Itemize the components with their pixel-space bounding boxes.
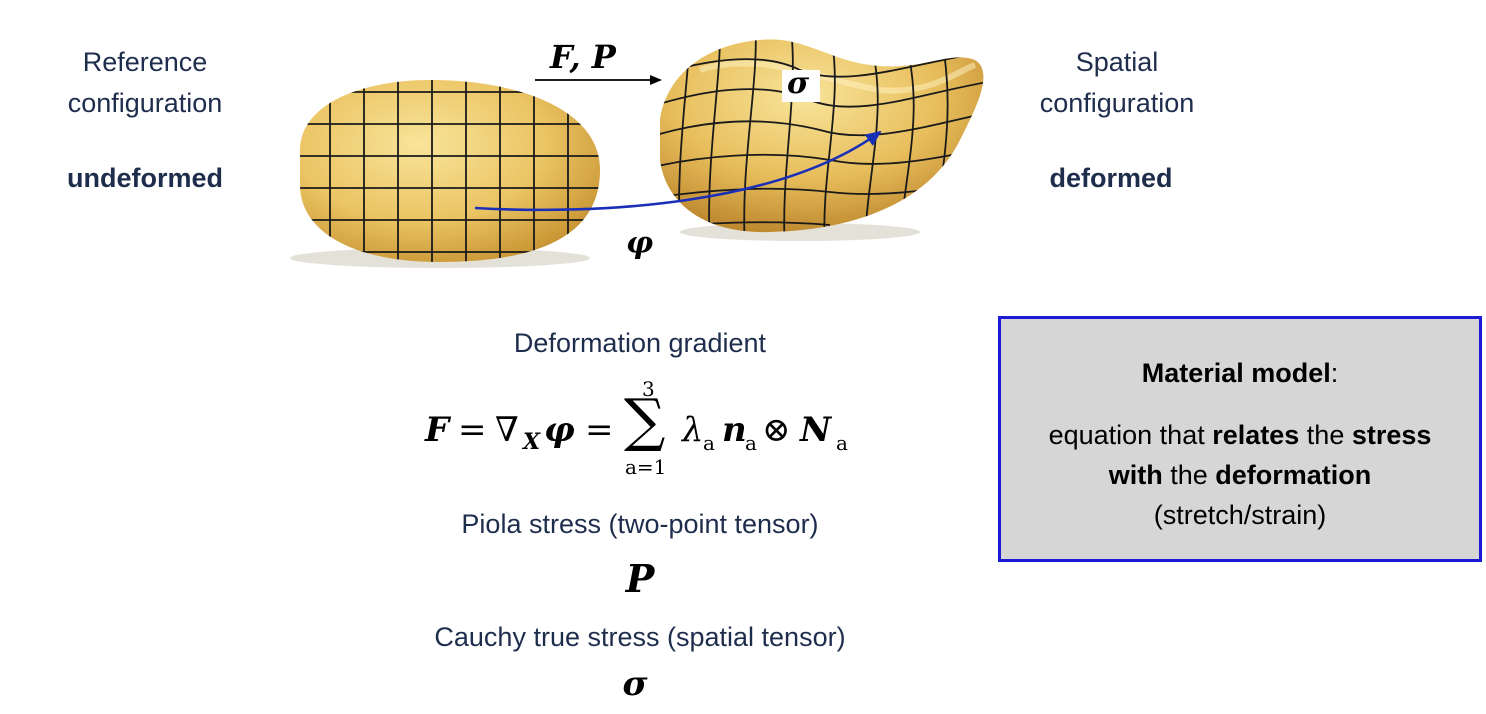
cauchy-title: Cauchy true stress (spatial tensor) xyxy=(434,622,846,652)
phi-label: φ xyxy=(626,226,654,261)
spatial-config-label: Spatial configuration xyxy=(1012,42,1222,124)
piola-symbol: P xyxy=(625,556,655,601)
material-model-title-bold: Material model xyxy=(1141,358,1331,388)
lambda-symbol: λ xyxy=(682,410,704,450)
sum-symbol: ∑ xyxy=(624,386,666,454)
spatial-line1: Spatial xyxy=(1075,47,1159,77)
undeformed-potato xyxy=(300,80,600,262)
n-symbol: n xyxy=(722,410,747,450)
spatial-line2: configuration xyxy=(1039,88,1195,118)
material-model-description: equation that relates the stress with th… xyxy=(1001,415,1479,535)
deformation-diagram xyxy=(290,39,984,268)
piola-title: Piola stress (two-point tensor) xyxy=(461,509,819,539)
material-model-title-colon: : xyxy=(1330,358,1339,388)
cauchy-symbol: σ xyxy=(622,664,648,704)
mm-text-5: (stretch/strain) xyxy=(1153,500,1327,530)
nabla-symbol: ∇ xyxy=(495,410,519,450)
formula-phi: φ xyxy=(544,410,575,450)
formula-eq1: = xyxy=(458,410,487,450)
material-model-title: Material model: xyxy=(1001,353,1479,393)
undeformed-label: undeformed xyxy=(66,163,223,193)
mm-with: with xyxy=(1108,460,1163,490)
otimes-symbol: ⊗ xyxy=(762,410,791,450)
phi-mapping-arrow xyxy=(474,130,882,212)
mm-deformation: deformation xyxy=(1215,460,1372,490)
lambda-sub: a xyxy=(703,431,715,455)
deformation-gradient-title: Deformation gradient xyxy=(513,328,767,358)
deformed-label: deformed xyxy=(1049,163,1173,193)
N-sub: a xyxy=(836,431,848,455)
reference-line1: Reference xyxy=(82,47,208,77)
reference-config-label: Reference configuration xyxy=(40,42,250,124)
formula-F: F xyxy=(425,410,450,450)
top-arrow-label: F, P xyxy=(550,38,616,76)
mm-stress: stress xyxy=(1351,420,1432,450)
sigma-label-bg xyxy=(782,70,820,102)
n-sub: a xyxy=(745,431,757,455)
sigma-label: σ xyxy=(787,66,810,101)
sum-upper: 3 xyxy=(642,377,655,401)
formula-grad-sub: X xyxy=(523,429,541,455)
mm-text-4: the xyxy=(1162,460,1216,490)
reference-line2: configuration xyxy=(67,88,223,118)
mm-relates: relates xyxy=(1212,420,1300,450)
formula-eq2: = xyxy=(585,410,614,450)
deformation-gradient-formula: F = ∇ X φ = 3 ∑ a=1 λ a n a ⊗ N a xyxy=(420,377,870,485)
N-symbol: N xyxy=(800,410,832,450)
sum-lower: a=1 xyxy=(625,455,667,479)
deformed-potato xyxy=(660,39,984,233)
mm-text-1: equation that xyxy=(1048,420,1213,450)
material-model-box: Material model: equation that relates th… xyxy=(998,316,1482,562)
mm-text-2: the xyxy=(1299,420,1352,450)
